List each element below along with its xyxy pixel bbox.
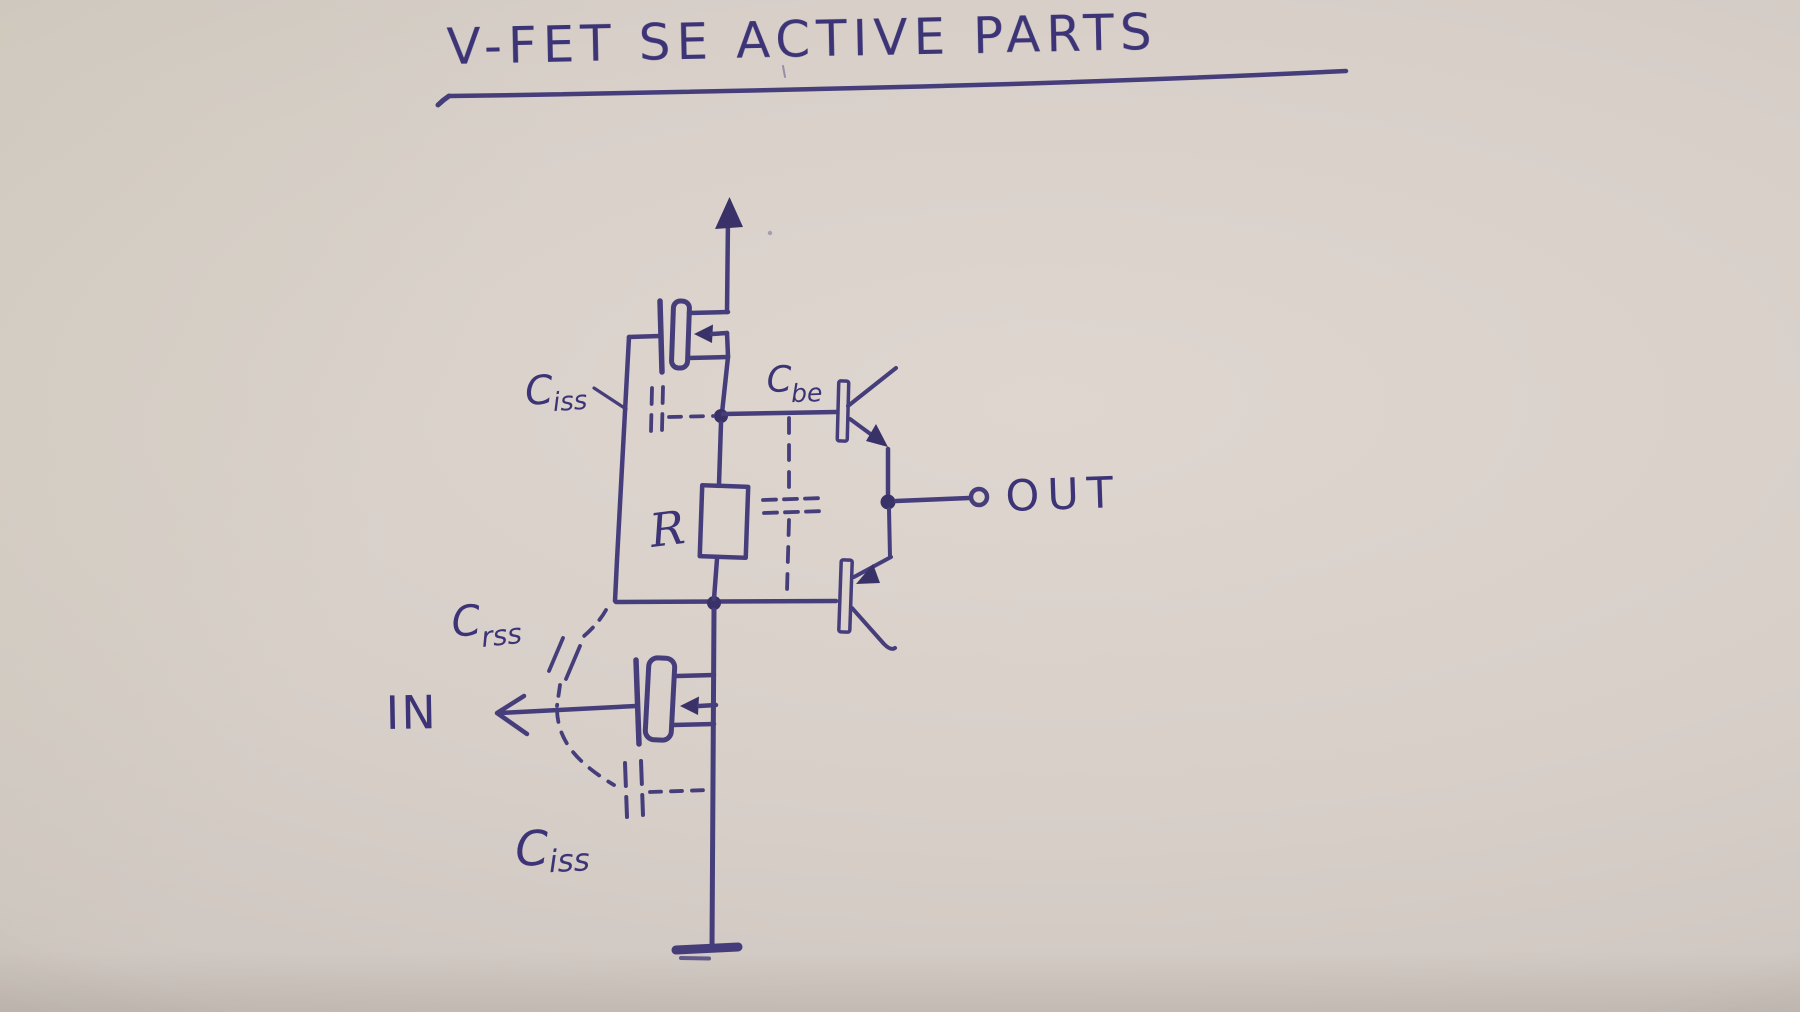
junction-dot-lower	[707, 596, 721, 610]
ink-layer	[435, 65, 1349, 961]
ciss-bottom-capacitor-icon	[623, 759, 711, 819]
handwriting-layer: V-FET SE ACTIVE PARTS C iss C be C rss C…	[385, 3, 1158, 880]
pnp-collector	[850, 606, 897, 651]
lower-vfet-gate-bar	[633, 657, 642, 747]
upper-vfet-arrow	[694, 324, 713, 343]
resistor-box	[697, 482, 751, 561]
npn-transistor-symbol	[720, 366, 898, 498]
resistor-symbol	[697, 420, 751, 602]
ciss-top-capacitor-icon	[592, 385, 715, 433]
ink-tick	[782, 65, 786, 78]
ink-speck	[767, 230, 773, 236]
crss-capacitor-icon	[547, 608, 616, 787]
upper-vfet-channel	[669, 298, 692, 371]
label-out: OUT	[1005, 468, 1122, 522]
label-ciss-bottom: C iss	[514, 820, 591, 880]
pnp-base-bar	[837, 558, 854, 634]
out-terminal-icon	[968, 486, 990, 508]
svg-text:iss: iss	[552, 386, 588, 418]
pnp-transistor-symbol	[613, 507, 897, 651]
svg-text:rss: rss	[479, 617, 523, 654]
gate-loop-wire	[612, 334, 632, 604]
label-cbe: C be	[766, 359, 823, 408]
junction-dot-out	[880, 494, 896, 510]
label-crss: C rss	[449, 595, 523, 654]
label-in: IN	[385, 685, 438, 740]
npn-collector	[846, 366, 898, 408]
upper-vfet-symbol	[626, 298, 731, 416]
power-arrow-icon	[715, 197, 743, 315]
svg-text:be: be	[791, 378, 823, 408]
lower-vfet-arrow	[680, 696, 699, 715]
svg-text:C: C	[523, 367, 554, 415]
label-resistor: R	[646, 500, 688, 558]
ground-symbol	[671, 942, 743, 961]
npn-emitter-arrow	[866, 424, 888, 447]
label-ciss-top: C iss	[523, 367, 588, 418]
title-underline	[446, 68, 1349, 99]
pnp-emitter-arrow	[856, 564, 880, 584]
in-arrow	[494, 693, 639, 737]
svg-text:C: C	[514, 820, 551, 878]
lower-vfet-symbol	[633, 655, 719, 747]
source-rail	[709, 607, 717, 951]
page-title: V-FET SE ACTIVE PARTS	[446, 3, 1158, 76]
svg-text:C: C	[449, 595, 484, 647]
title-underline-tail	[435, 93, 452, 108]
svg-text:C: C	[766, 359, 793, 401]
svg-text:iss: iss	[548, 842, 591, 880]
cbe-capacitor-icon	[761, 416, 826, 593]
out-node	[880, 486, 990, 510]
lower-vfet-channel	[642, 655, 678, 743]
npn-base-bar	[835, 379, 851, 443]
